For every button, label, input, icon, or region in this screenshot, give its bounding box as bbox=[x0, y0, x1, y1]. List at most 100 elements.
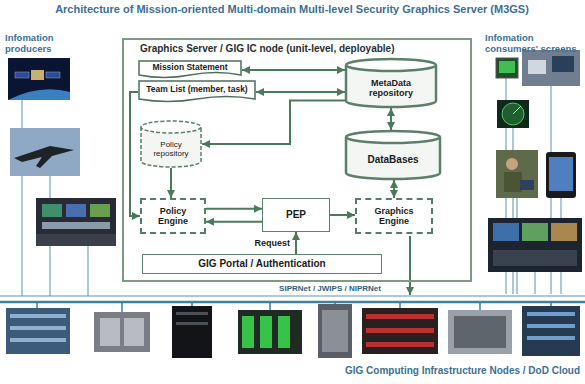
server-rack bbox=[448, 310, 512, 354]
node-label: Graphics Engine bbox=[361, 206, 427, 227]
output-line bbox=[409, 236, 411, 295]
rack-stripe bbox=[366, 314, 434, 319]
rack-stripe bbox=[366, 342, 434, 347]
soldier-body bbox=[504, 172, 522, 192]
network-bus bbox=[0, 301, 585, 304]
aircraft-picture bbox=[10, 128, 80, 176]
aircraft-shape bbox=[14, 146, 74, 168]
document-outline bbox=[139, 81, 255, 102]
process-box: PEP bbox=[262, 198, 330, 232]
portal-box: GIG Portal / Authentication bbox=[142, 254, 382, 274]
rack-door bbox=[322, 310, 348, 352]
connector-arrow bbox=[130, 92, 140, 216]
rack-stripe bbox=[260, 316, 272, 348]
console-row bbox=[42, 222, 110, 229]
server-rack bbox=[94, 312, 150, 352]
tablet-display bbox=[549, 157, 573, 191]
wall-screen bbox=[42, 204, 62, 217]
node-label: PEP bbox=[286, 209, 306, 221]
radar-sweep bbox=[513, 106, 521, 114]
connector-arrow bbox=[330, 214, 355, 216]
wall-screen bbox=[493, 223, 519, 241]
laptop bbox=[520, 180, 534, 190]
rack-door bbox=[124, 318, 144, 346]
engine-box: Policy Engine bbox=[140, 198, 206, 234]
cylinder-top bbox=[141, 121, 201, 133]
console-desk bbox=[36, 234, 116, 246]
document-box: Team List (member, task) bbox=[138, 80, 256, 104]
operations-picture bbox=[488, 218, 582, 272]
screen-picture bbox=[522, 50, 580, 86]
frame-heading: Graphics Server / GIG IC node (unit-leve… bbox=[140, 43, 470, 55]
node-label: Policy Engine bbox=[146, 206, 200, 227]
database-cylinder: MetaData repository bbox=[345, 58, 437, 108]
server-rack bbox=[318, 304, 352, 358]
server-rack bbox=[172, 306, 212, 358]
server-rack bbox=[522, 306, 580, 356]
soldier-head bbox=[506, 158, 518, 170]
annotation-label: Infomation consumers' screens bbox=[485, 32, 582, 55]
wall-screen bbox=[551, 223, 577, 241]
rack-stripe bbox=[527, 324, 575, 328]
wall-screen bbox=[66, 204, 86, 217]
database-cylinder: DataBases bbox=[345, 130, 441, 180]
annotation-label: GIG Computing Infrastructure Nodes / DoD… bbox=[290, 365, 580, 377]
rack-stripe bbox=[176, 312, 208, 315]
engine-box: Graphics Engine bbox=[355, 198, 433, 234]
rack-stripe bbox=[176, 322, 208, 325]
connector-arrow bbox=[242, 69, 345, 71]
rack-stripe bbox=[10, 338, 66, 342]
tablet-picture bbox=[546, 152, 576, 198]
rack-stripe bbox=[242, 316, 254, 348]
rack-door bbox=[454, 316, 506, 348]
screen-display bbox=[552, 56, 574, 72]
node-label: DataBases bbox=[367, 154, 418, 166]
connector-arrow bbox=[256, 91, 345, 93]
server-rack bbox=[6, 308, 70, 354]
wall-screen bbox=[90, 204, 110, 217]
control-room-picture bbox=[36, 198, 116, 246]
rack-door bbox=[100, 318, 120, 346]
satellite-body bbox=[31, 70, 44, 80]
node-label: GIG Portal / Authentication bbox=[198, 258, 325, 270]
annotation-label: SIPRNet / JWIPS / NIPRNet bbox=[250, 284, 410, 294]
satellite-picture bbox=[8, 58, 70, 100]
diagram-title: Architecture of Mission-oriented Multi-d… bbox=[32, 3, 552, 16]
rack-stripe bbox=[278, 316, 290, 348]
document-box: Mission Statement bbox=[138, 60, 242, 80]
server-rack bbox=[238, 310, 302, 354]
rack-stripe bbox=[527, 336, 575, 340]
document-outline bbox=[139, 61, 241, 78]
radar-picture bbox=[497, 100, 529, 128]
field-picture bbox=[496, 150, 538, 198]
rack-stripe bbox=[366, 328, 434, 333]
node-label: Team List (member, task) bbox=[146, 85, 247, 95]
rack-stripe bbox=[10, 326, 66, 330]
screen-display bbox=[528, 60, 546, 74]
connector-arrow bbox=[393, 180, 395, 198]
cylinder-top bbox=[346, 59, 436, 71]
rack-stripe bbox=[10, 314, 66, 318]
rack-stripe bbox=[527, 312, 575, 316]
connector-arrow bbox=[295, 232, 297, 254]
connector-arrow bbox=[170, 168, 172, 198]
edge-label: Request bbox=[252, 238, 292, 249]
node-label: MetaData repository bbox=[349, 78, 433, 99]
earth-limb bbox=[8, 89, 70, 100]
screen-picture bbox=[496, 58, 518, 78]
server-frame: Mission StatementTeam List (member, task… bbox=[122, 38, 472, 282]
console-desk bbox=[493, 250, 577, 266]
connector-arrow bbox=[206, 208, 262, 210]
solar-panel bbox=[15, 72, 29, 78]
solar-panel bbox=[46, 72, 60, 78]
database-cylinder: Policy repository bbox=[140, 120, 202, 168]
connector-arrow bbox=[390, 108, 392, 130]
node-label: Policy repository bbox=[143, 140, 199, 158]
screen-display bbox=[499, 61, 515, 73]
wall-screen bbox=[522, 223, 548, 241]
server-rack bbox=[362, 308, 438, 354]
connector-arrow bbox=[206, 221, 262, 223]
connector-arrow bbox=[202, 101, 345, 145]
